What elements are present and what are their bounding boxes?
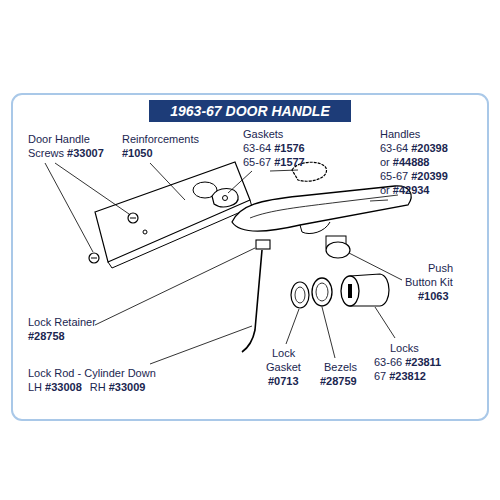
part-label: Door Handle xyxy=(28,133,90,146)
part-label: 67 xyxy=(374,370,386,383)
part-label: 65-67 xyxy=(380,170,408,183)
callout-number: #1050 xyxy=(122,147,153,160)
title-band: 1963-67 DOOR HANDLE xyxy=(149,100,351,122)
callout-number: #1577 xyxy=(274,156,305,169)
part-label: Gaskets xyxy=(243,128,283,141)
callout-number: #1063 xyxy=(418,290,449,303)
callout-number: #1576 xyxy=(274,142,305,155)
part-label: LH xyxy=(28,381,42,394)
part-label: 65-67 xyxy=(243,156,271,169)
part-label: Lock xyxy=(272,347,295,360)
part-label: Reinforcements xyxy=(122,133,199,146)
callout-number: #33007 xyxy=(67,147,104,160)
part-label: 63-66 xyxy=(374,356,402,369)
callout-number: #28758 xyxy=(28,330,65,343)
callout-number: #33008 xyxy=(45,381,82,394)
part-label: Locks xyxy=(390,342,419,355)
part-label: 63-64 xyxy=(380,142,408,155)
callout-number: #20398 xyxy=(411,142,448,155)
part-label: Lock Retainer xyxy=(28,316,96,329)
part-label: Bezels xyxy=(324,361,357,374)
part-label: Handles xyxy=(380,128,420,141)
part-label: Lock Rod - Cylinder Down xyxy=(28,367,156,380)
part-label: 63-64 xyxy=(243,142,271,155)
part-label: RH xyxy=(90,381,106,394)
callout-number: #42934 xyxy=(393,184,430,197)
part-label: Screws xyxy=(28,147,64,160)
callout-number: #23812 xyxy=(389,370,426,383)
callout-number: #33009 xyxy=(109,381,146,394)
part-label: or xyxy=(380,156,390,169)
callout-number: #0713 xyxy=(268,375,299,388)
callout-number: #28759 xyxy=(320,375,357,388)
callout-number: #44888 xyxy=(393,156,430,169)
part-label: Button Kit xyxy=(405,276,453,289)
callout-number: #20399 xyxy=(411,170,448,183)
part-label: Push xyxy=(428,262,453,275)
part-label: or xyxy=(380,184,390,197)
part-label: Gasket xyxy=(266,361,301,374)
callout-number: #23811 xyxy=(405,356,441,369)
